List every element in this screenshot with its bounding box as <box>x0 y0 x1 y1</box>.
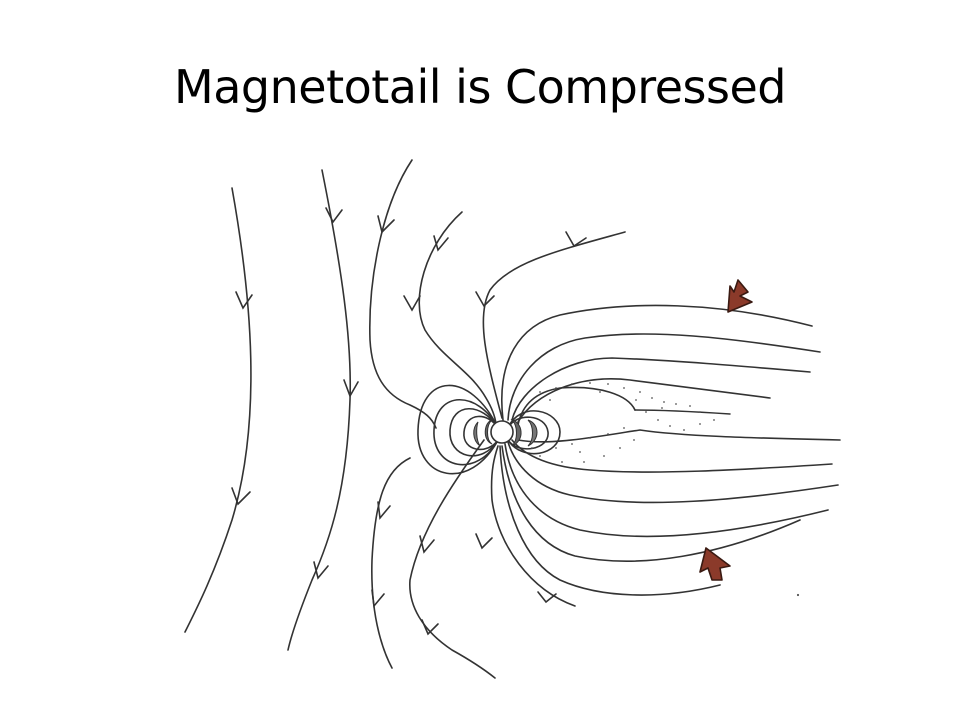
field-line-arrowheads <box>231 207 587 636</box>
arrowhead <box>231 487 251 506</box>
tail-line <box>517 378 771 423</box>
arrowhead <box>313 561 329 580</box>
arrowhead <box>433 235 449 252</box>
arrowhead <box>343 379 359 398</box>
tail-line <box>517 386 636 426</box>
tail-line <box>511 357 811 421</box>
closed-loop <box>433 398 499 466</box>
shading-left <box>484 419 493 445</box>
arrowhead <box>235 291 253 310</box>
shading-far-right <box>527 419 538 447</box>
tail-line <box>511 439 833 473</box>
solar-wind-field-lines <box>184 159 497 679</box>
compression-arrow-bottom <box>699 547 731 581</box>
arrowhead <box>419 535 435 554</box>
earth-circle <box>490 420 514 444</box>
field-line <box>184 187 252 633</box>
tail-line <box>517 429 841 443</box>
tail-line <box>634 409 731 415</box>
shading-far-left <box>473 421 481 447</box>
arrowhead <box>403 295 421 312</box>
arrowhead <box>475 533 493 550</box>
tail-line <box>504 443 829 538</box>
compression-arrow-top <box>727 279 753 313</box>
closed-loop <box>417 384 499 475</box>
tail-line <box>507 333 821 421</box>
closed-loop <box>463 415 499 451</box>
closed-field-loops <box>417 384 561 475</box>
closed-loop <box>507 410 561 455</box>
arrowhead <box>565 231 587 248</box>
tail-line <box>501 304 813 421</box>
field-line <box>287 169 352 651</box>
arrowhead <box>475 291 495 308</box>
arrowhead <box>421 619 439 636</box>
arrowhead <box>325 207 343 224</box>
field-line <box>369 159 437 429</box>
tail-line <box>482 231 626 419</box>
tail-line <box>490 445 576 607</box>
closed-loop <box>449 407 499 457</box>
closed-loop <box>507 416 549 450</box>
earth <box>473 419 538 447</box>
shading-right <box>510 419 522 447</box>
tail-line <box>501 445 801 563</box>
slide-title: Magnetotail is Compressed <box>174 60 786 114</box>
plasma-sheet-stipple <box>531 382 800 597</box>
field-line <box>371 457 411 669</box>
field-line <box>409 439 496 679</box>
tail-field-lines <box>482 231 841 607</box>
arrowhead <box>537 591 557 604</box>
tail-line <box>507 441 839 504</box>
arrowhead <box>377 215 395 234</box>
arrowhead <box>377 501 391 520</box>
arrowhead <box>371 589 385 608</box>
tail-line <box>499 445 721 596</box>
field-line <box>418 211 497 425</box>
